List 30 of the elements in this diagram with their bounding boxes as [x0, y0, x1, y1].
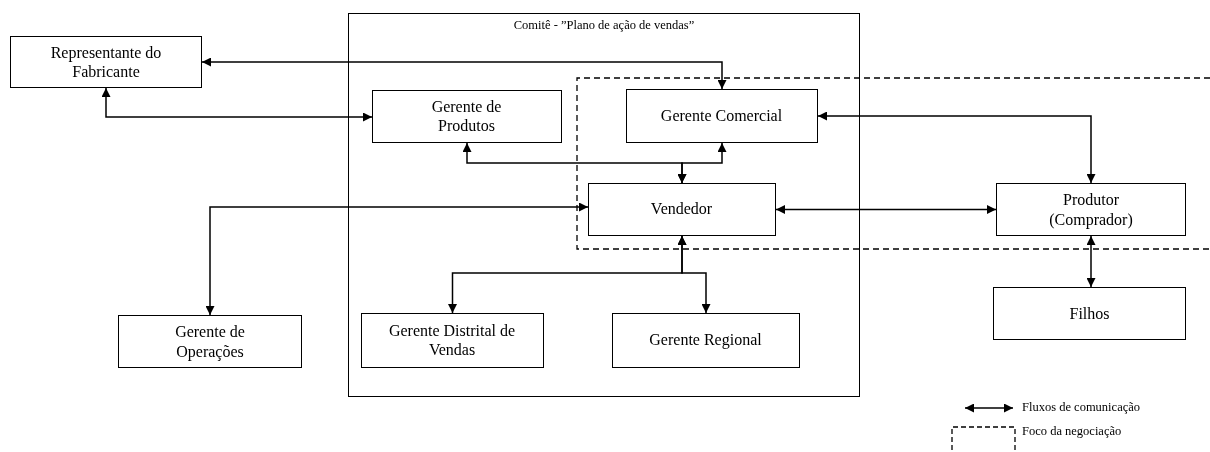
legend-label: Foco da negociação: [1022, 424, 1122, 439]
role-box: [625, 88, 818, 143]
role-label: Gerente de Operações: [174, 322, 246, 361]
role-box: [118, 315, 302, 368]
role-box: [360, 312, 544, 368]
role-box: [611, 312, 800, 368]
arrow: [1086, 235, 1096, 288]
role-box: [371, 89, 562, 143]
role-box: [996, 183, 1186, 236]
role-label: Representante do Fabricante: [49, 42, 163, 82]
arrow: [677, 142, 727, 184]
arrow: [101, 87, 373, 122]
arrow: [775, 205, 997, 214]
arrow: [817, 111, 1096, 184]
committee-frame: [348, 13, 860, 397]
role-label: Filhos: [1068, 303, 1111, 324]
arrow: [201, 57, 727, 90]
role-label: Vendedor: [649, 199, 714, 219]
legend-label: Fluxos de comunicação: [1022, 400, 1141, 415]
role-box: [10, 36, 202, 88]
role-label: Gerente Distrital de Vendas: [387, 320, 517, 360]
arrow: [677, 235, 711, 314]
role-label: Gerente Regional: [648, 330, 763, 350]
role-label: Gerente de Produtos: [430, 96, 503, 136]
role-label: Produtor (Comprador): [1048, 190, 1134, 229]
arrow: [205, 202, 589, 316]
role-label: Gerente Comercial: [659, 105, 784, 126]
role-box: [993, 287, 1186, 340]
committee-title: Comitê - ”Plano de ação de vendas”: [512, 18, 696, 33]
role-box: [587, 182, 776, 236]
